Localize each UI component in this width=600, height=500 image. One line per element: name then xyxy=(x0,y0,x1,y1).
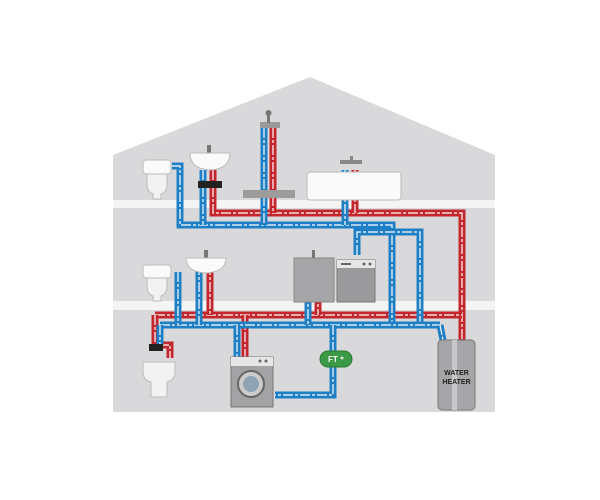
toilet-middle xyxy=(142,264,172,302)
water-heater: WATER HEATER xyxy=(437,339,476,411)
cold-water-pipe-flow-line xyxy=(172,165,393,325)
upper-floor xyxy=(113,200,495,208)
sink-upper xyxy=(189,145,231,188)
fixtures: FT WATER HEATER xyxy=(142,110,476,411)
cold-water-pipe-flow-line xyxy=(439,324,444,341)
toilet-lower xyxy=(142,344,176,398)
water-heater-label-line2: HEATER xyxy=(442,379,470,386)
water-heater-label-line1: WATER xyxy=(444,370,469,377)
shower xyxy=(243,110,295,198)
toilet-upper xyxy=(142,159,172,200)
kitchen-sink xyxy=(293,250,335,303)
dishwasher xyxy=(336,259,376,303)
shutoff-valve xyxy=(198,181,222,188)
bathtub xyxy=(306,156,402,201)
shutoff-valve-lower xyxy=(149,344,163,351)
expansion-tank-label: FT xyxy=(328,355,338,364)
cold-water-pipe-flow-line xyxy=(275,367,334,396)
hot-water-pipe-flow-line xyxy=(212,170,463,340)
cold-water-pipe-flow-line xyxy=(356,231,421,325)
lower-floor xyxy=(113,301,495,310)
washing-machine xyxy=(230,356,274,408)
expansion-tank: FT xyxy=(319,350,353,368)
sink-middle xyxy=(185,250,227,274)
